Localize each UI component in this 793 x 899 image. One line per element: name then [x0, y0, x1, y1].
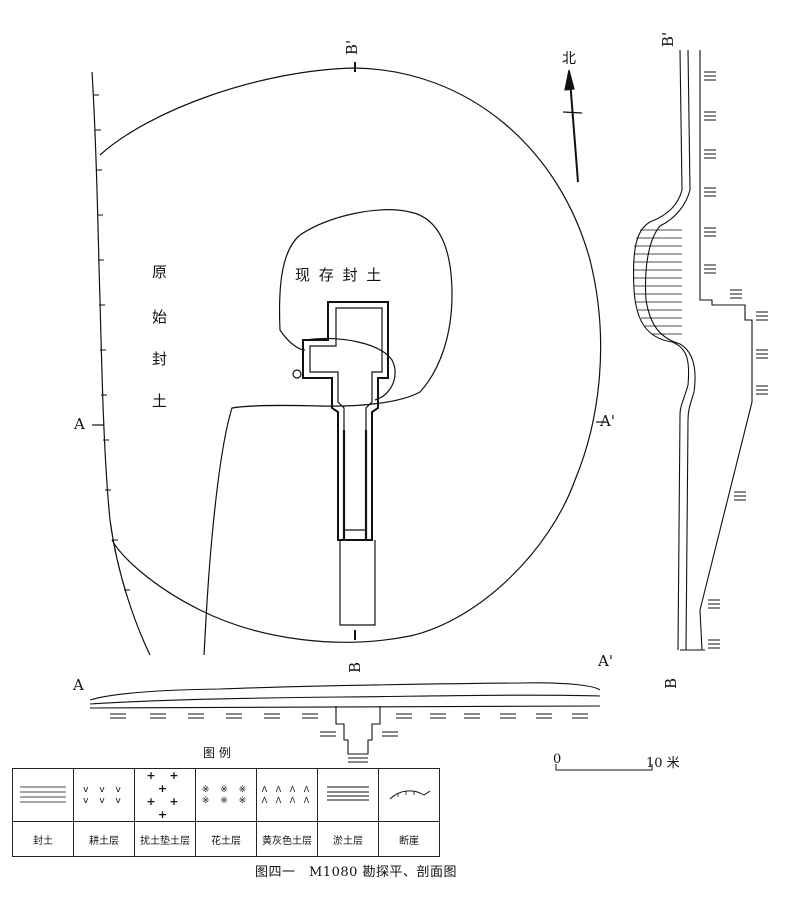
profile-a [89, 682, 601, 755]
section-b-prime-label: B' [343, 39, 362, 56]
legend-symbol-cliff [378, 768, 440, 822]
section-a-label: A [74, 415, 85, 433]
legend-title: 图 例 [203, 746, 231, 760]
profile-a-right-label: A' [598, 652, 613, 670]
profile-b [633, 49, 753, 651]
legend-symbol-silt [317, 768, 379, 822]
section-b-label: B [346, 661, 365, 674]
original-mound-char-4: 土 [152, 392, 168, 410]
legend-label-silt: 淤土层 [317, 821, 379, 857]
original-mound-char-3: 封 [152, 350, 168, 368]
legend-label-yellow-gray: 黄灰色土层 [256, 821, 318, 857]
legend-label-disturbed: 扰土垫土层 [134, 821, 196, 857]
ramp [339, 540, 376, 626]
north-label: 北 [562, 51, 576, 67]
cliff-edge-line [91, 71, 151, 656]
profile-a-silt-marks [110, 713, 588, 763]
legend-label-cliff: 断崖 [378, 821, 440, 857]
original-mound-char-1: 原 [152, 263, 168, 281]
legend-label-topsoil: 耕土层 [73, 821, 135, 857]
legend-symbol-mixed: ※ ※ ※※ ※ ※ [195, 768, 257, 822]
section-a-prime-label: A' [600, 412, 615, 430]
original-mound-char-2: 始 [152, 308, 168, 326]
tomb-shaft-outer [302, 301, 389, 541]
profile-b-bottom-label: B [662, 677, 681, 690]
legend-label-mound: 封土 [12, 821, 74, 857]
figure-caption: 图四一 M1080 勘探平、剖面图 [255, 865, 458, 880]
scale-ten-label: 10 米 [646, 756, 680, 771]
existing-mound-label: 现 存 封 土 [295, 266, 384, 284]
north-arrow [569, 79, 579, 183]
scale-zero-label: 0 [553, 752, 562, 767]
existing-mound-left [278, 234, 306, 351]
profile-b-silt-marks [704, 71, 768, 649]
profile-b-top-label: B' [659, 31, 678, 48]
scale-bar [555, 764, 653, 771]
legend-label-mixed: 花土层 [195, 821, 257, 857]
legend-symbol-disturbed: + + ++ + + [134, 768, 196, 822]
profile-b-hatch [634, 229, 682, 335]
original-mound-outline [99, 67, 602, 643]
legend-symbol-mound [12, 768, 74, 822]
profile-a-left-label: A [73, 676, 84, 694]
